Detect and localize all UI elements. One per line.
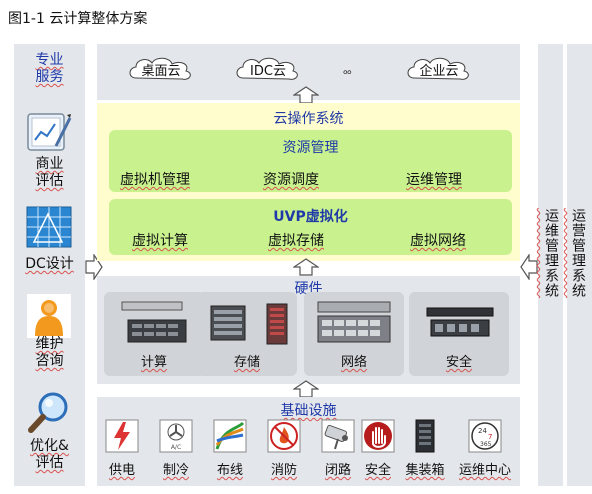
figure-title: 图1-1 云计算整体方案 bbox=[8, 11, 148, 27]
cable-icon bbox=[213, 419, 247, 453]
virtual-network: 虚拟网络 bbox=[410, 233, 466, 249]
server-icon bbox=[121, 301, 187, 343]
operations-management-system-panel bbox=[567, 44, 592, 486]
ops-management: 运维管理 bbox=[406, 172, 462, 188]
left-item-dc-design: DC设计 bbox=[25, 256, 74, 272]
resource-scheduling: 资源调度 bbox=[263, 172, 319, 188]
svg-text:7: 7 bbox=[488, 433, 492, 441]
blueprint-icon bbox=[26, 206, 72, 248]
firewall-icon bbox=[426, 307, 494, 337]
infra-fire: 消防 bbox=[257, 419, 311, 478]
ops-management-system-label: 运维管理系统 bbox=[543, 208, 559, 298]
left-item-business-eval: 商业 评估 bbox=[35, 156, 64, 189]
hardware-compute: 计算 bbox=[104, 292, 204, 376]
infrastructure-title: 基础设施 bbox=[280, 403, 337, 419]
virtual-compute: 虚拟计算 bbox=[132, 233, 188, 249]
svg-text:A/C: A/C bbox=[171, 444, 181, 451]
rack-icon bbox=[415, 419, 435, 453]
magnifier-icon bbox=[28, 392, 68, 433]
resource-management-title: 资源管理 bbox=[282, 140, 339, 156]
uvp-title: UVP虚拟化 bbox=[273, 209, 348, 225]
svg-text:24: 24 bbox=[478, 427, 487, 435]
cloud-enterprise: 企业云 bbox=[404, 54, 474, 84]
arrow-up-infra bbox=[293, 380, 319, 398]
fire-icon bbox=[267, 419, 301, 453]
infra-power: 供电 bbox=[95, 419, 149, 478]
arrow-up-clouds bbox=[293, 86, 319, 104]
person-icon bbox=[27, 294, 71, 338]
infra-security: 安全 bbox=[351, 419, 405, 478]
camera-icon bbox=[321, 419, 355, 453]
chart-icon bbox=[27, 113, 72, 151]
left-item-maint-consult: 维护 咨询 bbox=[35, 336, 64, 369]
ac-icon: A/C bbox=[159, 419, 193, 453]
operations-management-system-label: 运营管理系统 bbox=[570, 208, 586, 298]
professional-services-header: 专业 服务 bbox=[35, 52, 64, 85]
infra-cctv: 闭路 bbox=[311, 419, 365, 478]
ops-management-system-panel bbox=[538, 44, 563, 486]
hand-stop-icon bbox=[361, 419, 395, 453]
hardware-security: 安全 bbox=[409, 292, 509, 376]
resource-management-box bbox=[109, 130, 512, 192]
virtual-storage: 虚拟存储 bbox=[268, 233, 324, 249]
cloud-desktop: 桌面云 bbox=[126, 54, 196, 84]
professional-services-panel: 专业 服务 商业 评估 DC设计 维护 咨询 bbox=[14, 44, 85, 486]
arrow-up-hardware bbox=[293, 258, 319, 276]
switch-icon bbox=[317, 301, 391, 343]
arrow-left-right bbox=[520, 254, 538, 280]
vm-management: 虚拟机管理 bbox=[120, 172, 190, 188]
storage-icon bbox=[210, 303, 288, 345]
uvp-virtualization-box bbox=[109, 199, 512, 255]
infra-cabling: 布线 bbox=[203, 419, 257, 478]
arrow-right-left bbox=[85, 254, 103, 280]
left-item-optimize: 优化& 评估 bbox=[30, 438, 69, 471]
cloud-ellipsis: 。。 bbox=[343, 62, 359, 76]
svg-text:365: 365 bbox=[480, 441, 492, 448]
infra-container: 集装箱 bbox=[398, 419, 452, 478]
cloud-os-title: 云操作系统 bbox=[273, 111, 344, 127]
power-icon bbox=[105, 419, 139, 453]
hardware-storage: 存储 bbox=[197, 292, 297, 376]
cloud-idc: IDC云 bbox=[233, 54, 303, 84]
infra-cooling: A/C 制冷 bbox=[149, 419, 203, 478]
hardware-network: 网络 bbox=[304, 292, 404, 376]
